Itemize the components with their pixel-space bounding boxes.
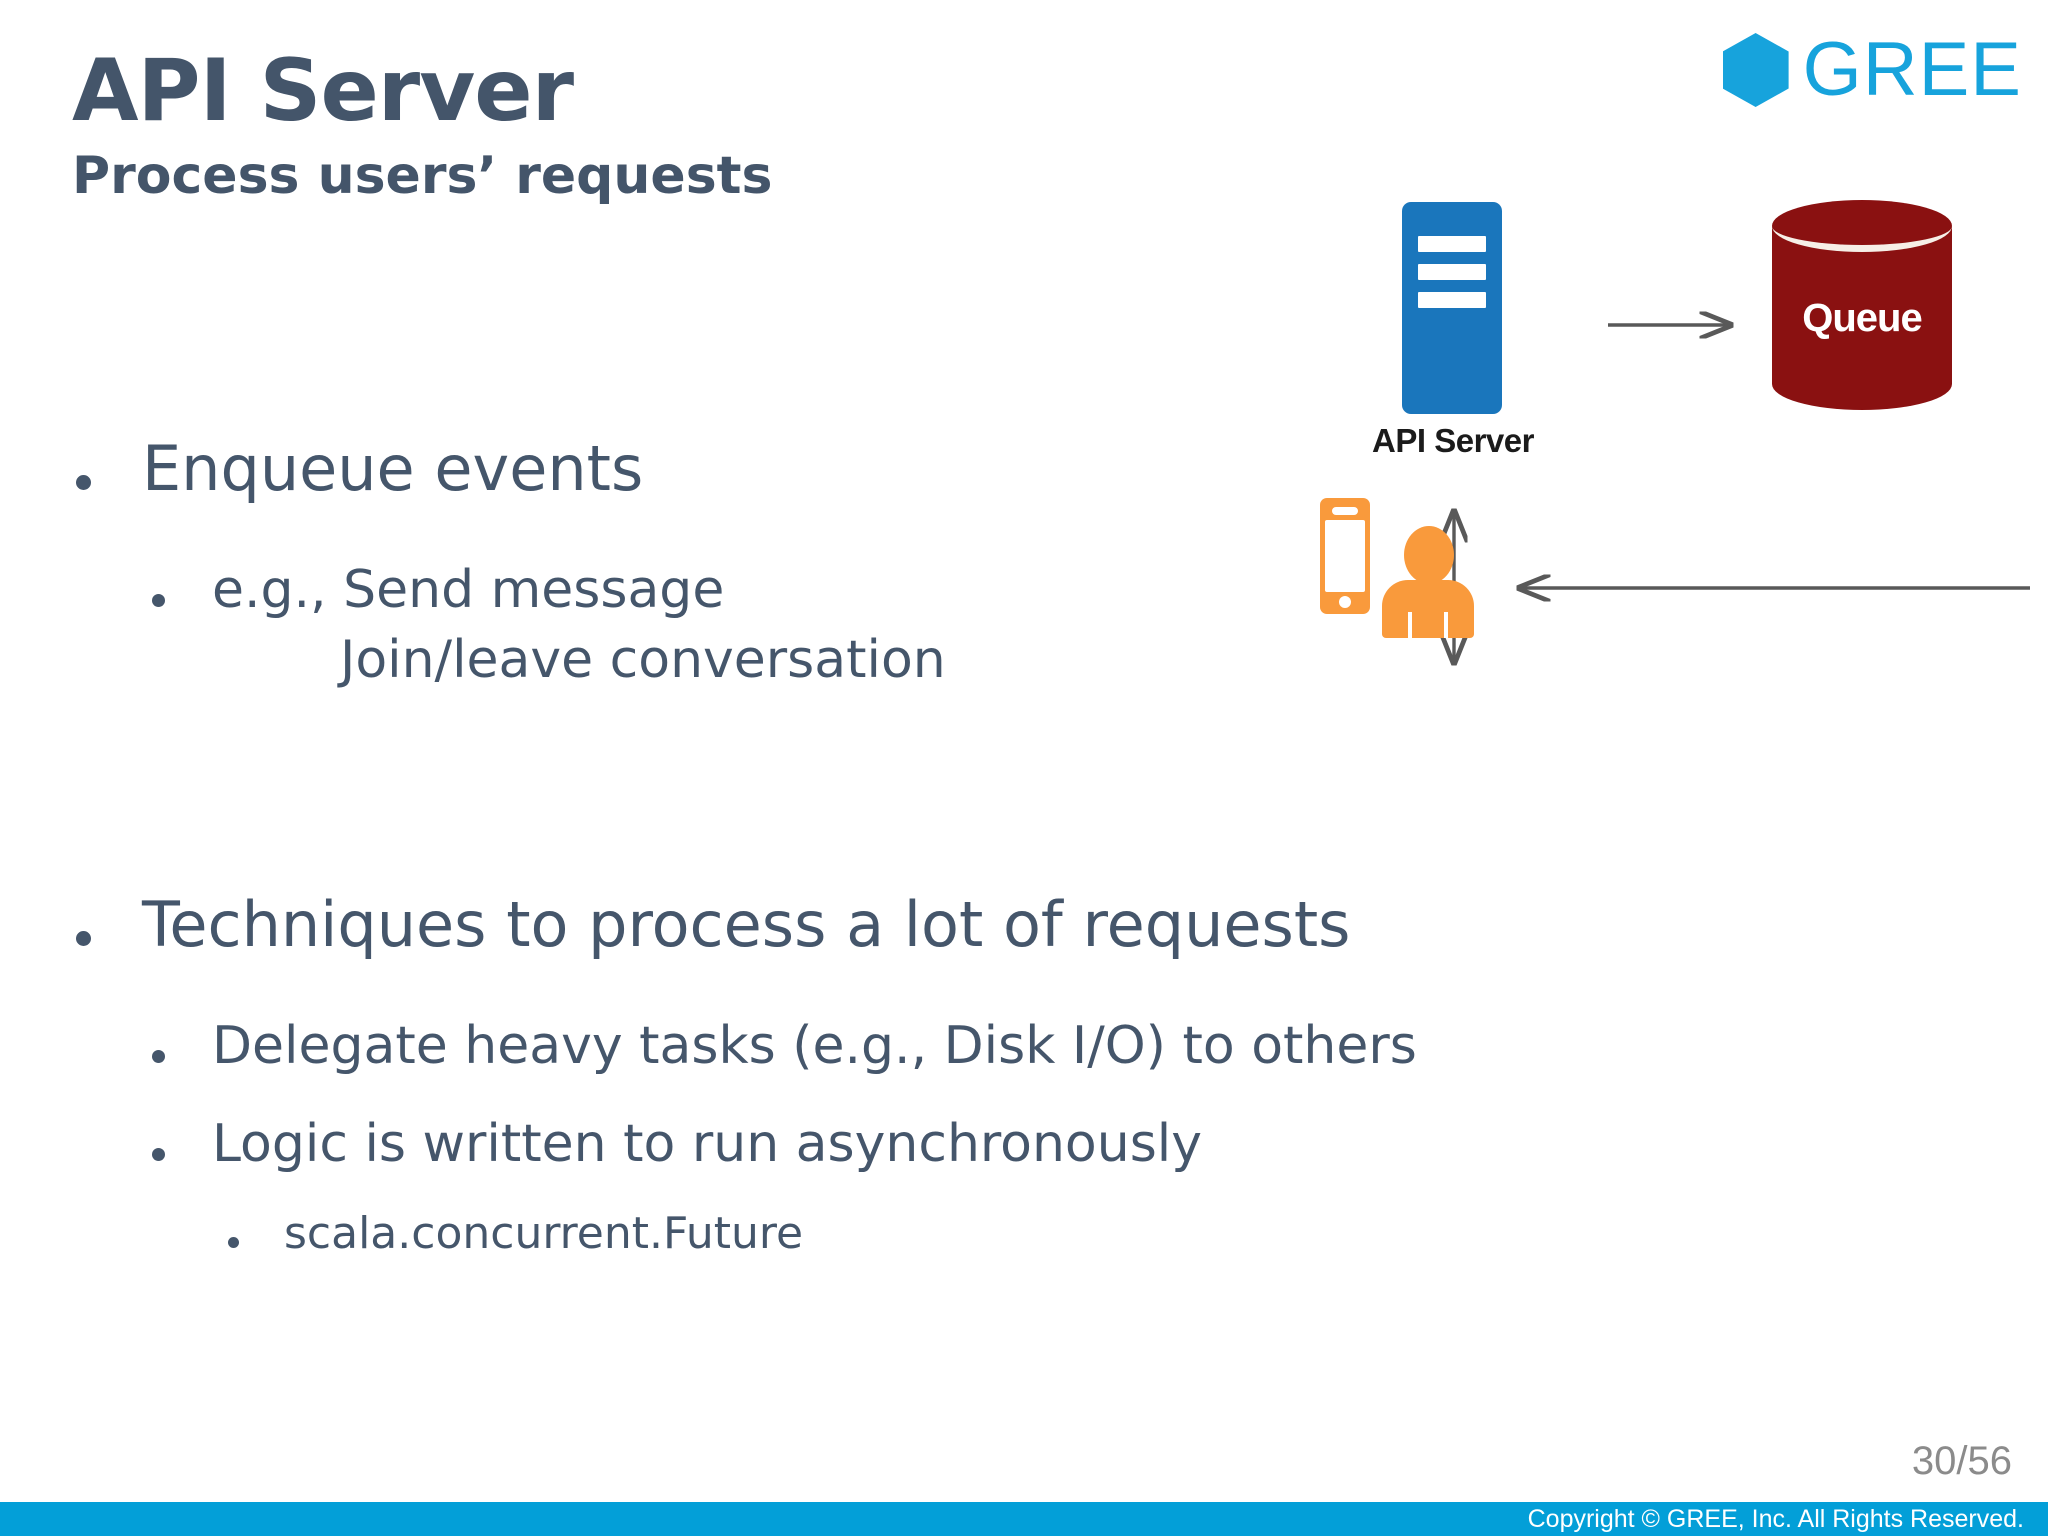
list-item: Logic is written to run asynchronously — [152, 1114, 1202, 1174]
user-arm-right — [1444, 612, 1448, 638]
phone-home-button — [1339, 596, 1351, 608]
list-item-label: Join/leave conversation — [340, 630, 946, 690]
page-number: 30/56 — [1911, 1439, 2012, 1483]
footer-bar: Copyright © GREE, Inc. All Rights Reserv… — [0, 1502, 2048, 1536]
list-item-label: scala.concurrent.Future — [284, 1208, 804, 1259]
list-item: Enqueue events — [76, 432, 643, 505]
cylinder-top — [1772, 200, 1952, 252]
user-body — [1382, 580, 1474, 638]
server-slot-icon — [1418, 292, 1486, 308]
api-server-icon — [1402, 202, 1502, 414]
gree-logo-text: GREE — [1802, 27, 2022, 112]
page-subtitle: Process users’ requests — [72, 146, 773, 206]
bullet-marker — [152, 1114, 212, 1174]
list-item-label: e.g., Send message — [212, 560, 725, 620]
list-item-label: Enqueue events — [142, 432, 644, 505]
bullet-marker — [228, 1208, 284, 1259]
footer-copyright: Copyright © GREE, Inc. All Rights Reserv… — [1527, 1505, 2024, 1533]
queue-label: Queue — [1802, 296, 1922, 340]
architecture-diagram: API Server Queue — [1320, 130, 2048, 670]
hexagon-icon — [1722, 33, 1789, 107]
api-server-label: API Server — [1372, 422, 1534, 459]
list-item-label: Techniques to process a lot of requests — [142, 888, 1351, 961]
phone-speaker — [1332, 507, 1358, 515]
bullet-marker — [76, 888, 142, 961]
user-head — [1404, 526, 1454, 584]
user-arm-left — [1408, 612, 1412, 638]
server-slot-icon — [1418, 236, 1486, 252]
queue-icon: Queue — [1772, 200, 1952, 410]
list-item-label: Logic is written to run asynchronously — [212, 1114, 1203, 1174]
list-item: Delegate heavy tasks (e.g., Disk I/O) to… — [152, 1016, 1417, 1076]
phone-screen — [1325, 520, 1365, 592]
list-item: Join/leave conversation — [340, 630, 946, 690]
gree-logo: GREE — [1722, 27, 2022, 112]
server-slot-icon — [1418, 264, 1486, 280]
bullet-marker — [76, 432, 142, 505]
list-item: scala.concurrent.Future — [228, 1208, 803, 1259]
bullet-marker — [152, 1016, 212, 1076]
user-icon — [1382, 526, 1474, 638]
list-item: Techniques to process a lot of requests — [76, 888, 1350, 961]
smartphone-icon — [1320, 498, 1370, 614]
page-title: API Server — [72, 41, 574, 141]
bullet-marker — [152, 560, 212, 620]
list-item: e.g., Send message — [152, 560, 724, 620]
list-item-label: Delegate heavy tasks (e.g., Disk I/O) to… — [212, 1016, 1417, 1076]
cylinder-body — [1772, 226, 1952, 384]
